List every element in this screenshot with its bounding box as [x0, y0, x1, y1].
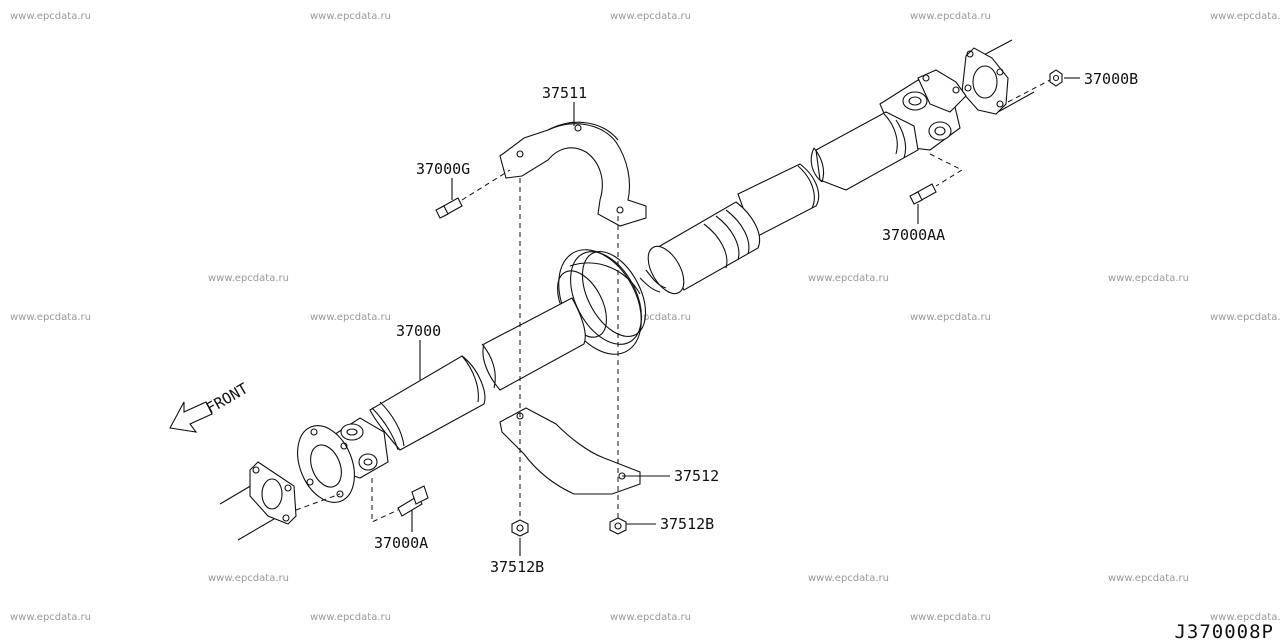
part-label-37000b: 37000B	[1084, 70, 1138, 88]
watermark: www.epcdata.ru	[10, 11, 91, 22]
nut-37512b-right	[609, 517, 627, 535]
part-label-37000g: 37000G	[416, 160, 470, 178]
watermark: www.epcdata.ru	[310, 612, 391, 623]
watermark: www.epcdata.ru	[610, 312, 691, 323]
front-label: FRONT	[203, 379, 251, 417]
front-shaft-tube	[369, 355, 486, 451]
bolt-37000a	[397, 485, 429, 517]
watermark: www.epcdata.ru	[208, 273, 289, 284]
center-boot-rear	[639, 201, 760, 295]
transmission-flange	[219, 461, 297, 541]
watermark: www.epcdata.ru	[910, 11, 991, 22]
watermark: www.epcdata.ru	[1210, 312, 1280, 323]
watermark: www.epcdata.ru	[808, 273, 889, 284]
bolt-37000aa	[909, 183, 937, 205]
part-label-37512b-left: 37512B	[490, 558, 544, 576]
part-label-37000aa: 37000AA	[882, 226, 945, 244]
lower-bracket	[499, 407, 641, 495]
watermark: www.epcdata.ru	[1108, 273, 1189, 284]
part-label-37000: 37000	[396, 322, 441, 340]
front-shaft-flange	[297, 425, 355, 503]
watermark: www.epcdata.ru	[1210, 612, 1280, 623]
front-tube	[481, 297, 586, 391]
watermark: www.epcdata.ru	[1108, 573, 1189, 584]
watermark: www.epcdata.ru	[310, 11, 391, 22]
upper-bracket	[499, 121, 647, 227]
watermark: www.epcdata.ru	[910, 312, 991, 323]
part-label-37511: 37511	[542, 84, 587, 102]
front-direction-arrow	[169, 401, 213, 433]
part-label-37512b-right: 37512B	[660, 515, 714, 533]
watermark: www.epcdata.ru	[310, 312, 391, 323]
rear-tube	[810, 111, 919, 191]
rear-companion-flange	[961, 39, 1035, 115]
watermark: www.epcdata.ru	[10, 612, 91, 623]
part-label-37000a: 37000A	[374, 534, 428, 552]
watermark: www.epcdata.ru	[610, 612, 691, 623]
watermark: www.epcdata.ru	[10, 312, 91, 323]
part-label-37512: 37512	[674, 467, 719, 485]
watermark: www.epcdata.ru	[910, 612, 991, 623]
watermark: www.epcdata.ru	[808, 573, 889, 584]
nut-37512b-left	[511, 519, 529, 537]
center-tube	[737, 163, 820, 239]
diagram-reference-code: J370008P	[1174, 621, 1274, 643]
nut-37000b	[1049, 69, 1063, 87]
watermark: www.epcdata.ru	[208, 573, 289, 584]
watermark: www.epcdata.ru	[1210, 11, 1280, 22]
watermark: www.epcdata.ru	[610, 11, 691, 22]
bolt-37000g	[435, 197, 463, 219]
